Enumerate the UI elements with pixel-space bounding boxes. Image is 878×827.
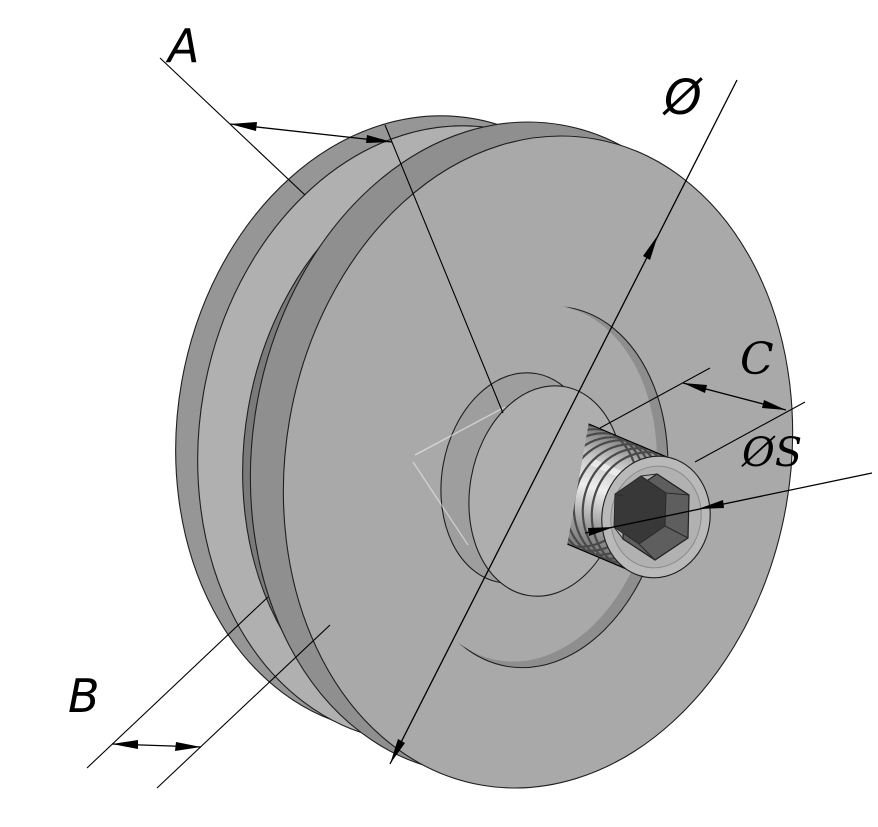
- dim-c-extension-line-2: [694, 401, 806, 463]
- dim-a-arrowhead-left: [230, 122, 257, 131]
- dimension-b: B: [68, 596, 331, 789]
- dim-a-extension-line-2: [384, 124, 504, 414]
- dim-b-extension-line-1: [86, 596, 269, 769]
- dim-b-arrowhead-left: [112, 740, 138, 749]
- dim-b-extension-line-2: [156, 624, 331, 789]
- face-reflection-line: [412, 461, 469, 546]
- dim-diameter-label: Ø: [662, 70, 703, 126]
- dim-c-extension-line-1: [599, 367, 711, 429]
- dim-a-dimension-line: [229, 123, 393, 143]
- dim-c-arrowhead-left: [683, 383, 707, 393]
- dim-socket-arrowhead-right: [698, 500, 724, 509]
- dimension-diameter: Ø: [389, 70, 738, 765]
- dim-c-arrowhead-right: [762, 400, 786, 410]
- hex-socket: [613, 473, 690, 561]
- dim-b-label: B: [68, 669, 100, 723]
- dim-a-arrowhead-right: [366, 135, 392, 143]
- stud-top-edge: [588, 423, 667, 458]
- dim-socket-leader-line: [584, 472, 873, 534]
- dim-socket-label: ØS: [741, 430, 802, 476]
- dimension-a: A: [159, 19, 504, 414]
- dimension-socket: ØS: [584, 430, 873, 536]
- hex-socket-wall-edges: [613, 473, 690, 561]
- dim-b-arrowhead-right: [175, 742, 201, 751]
- dim-diameter-arrowhead-upper: [643, 235, 658, 260]
- threaded-stud: [567, 423, 711, 579]
- face-reflection-line: [414, 406, 506, 456]
- dim-diameter-arrowhead-lower: [390, 739, 405, 764]
- dim-a-extension-line-1: [159, 57, 306, 196]
- dim-a-label: A: [165, 19, 199, 73]
- dim-c-label: C: [740, 334, 774, 385]
- dim-diameter-line: [389, 79, 738, 765]
- dim-socket-arrowhead-left: [588, 527, 614, 536]
- dimension-c: C: [599, 334, 806, 463]
